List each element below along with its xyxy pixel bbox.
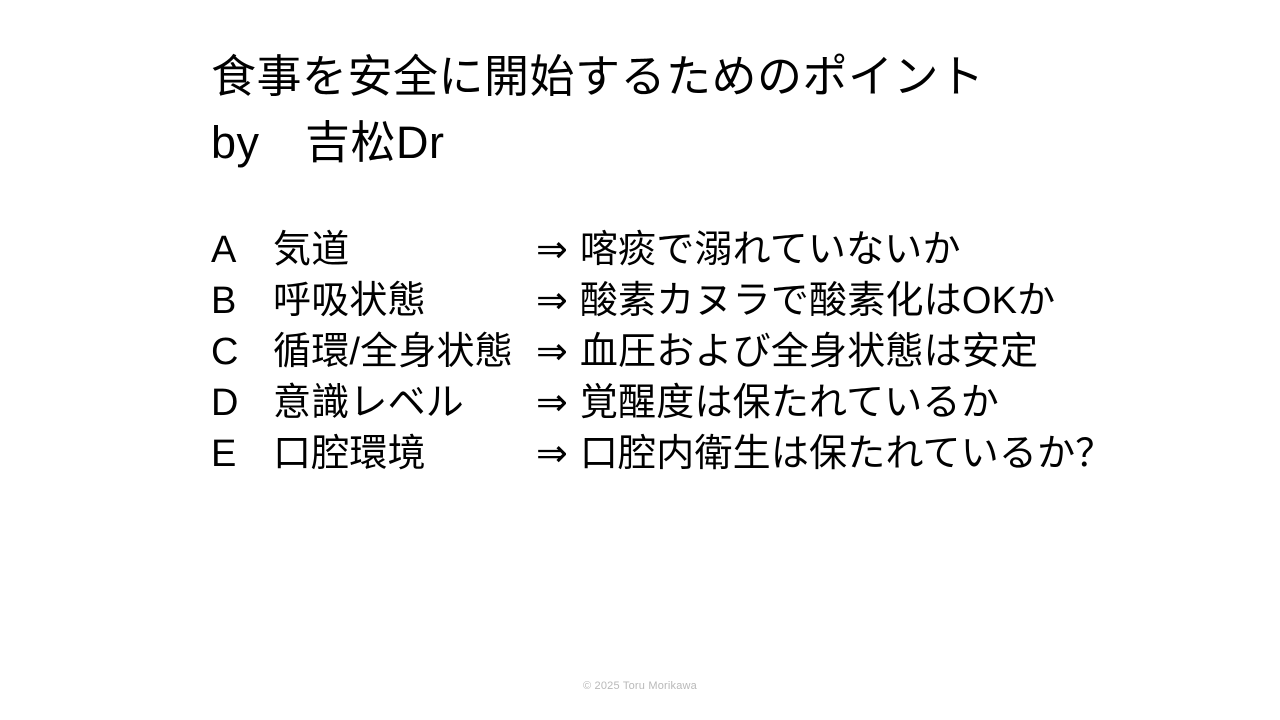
checklist-row-right: ⇒ 酸素カヌラで酸素化はOKか bbox=[536, 276, 1231, 327]
arrow-icon: ⇒ bbox=[536, 280, 568, 322]
checklist: A 気道 ⇒ 喀痰で溺れていないか B 呼吸状態 ⇒ 酸素カヌラで酸素化はOKか… bbox=[211, 225, 1231, 480]
checklist-row-right: ⇒ 口腔内衛生は保たれているか？ bbox=[536, 429, 1231, 480]
row-letter: B bbox=[211, 280, 237, 322]
list-item: C 循環/全身状態 ⇒ 血圧および全身状態は安定 bbox=[211, 327, 1231, 378]
arrow-icon: ⇒ bbox=[536, 382, 568, 424]
checklist-row-right: ⇒ 覚醒度は保たれているか bbox=[536, 378, 1231, 429]
arrow-icon: ⇒ bbox=[536, 331, 568, 373]
title-line-1: 食事を安全に開始するためのポイント bbox=[211, 51, 985, 102]
list-item: A 気道 ⇒ 喀痰で溺れていないか bbox=[211, 225, 1231, 276]
row-label: 口腔環境 bbox=[273, 433, 426, 475]
checklist-row-left: B 呼吸状態 bbox=[211, 276, 536, 327]
checklist-row-left: C 循環/全身状態 bbox=[211, 327, 536, 378]
title-line-2: by 吉松Dr bbox=[211, 117, 445, 168]
checklist-row-left: A 気道 bbox=[211, 225, 536, 276]
checklist-row-right: ⇒ 喀痰で溺れていないか bbox=[536, 225, 1231, 276]
row-letter: D bbox=[211, 382, 239, 424]
row-description: 血圧および全身状態は安定 bbox=[579, 331, 1039, 373]
row-label: 気道 bbox=[273, 229, 350, 271]
row-label: 循環/全身状態 bbox=[273, 331, 513, 373]
checklist-row-right: ⇒ 血圧および全身状態は安定 bbox=[536, 327, 1231, 378]
row-letter: C bbox=[211, 331, 239, 373]
row-description: 覚醒度は保たれているか bbox=[579, 382, 999, 424]
row-description: 喀痰で溺れていないか bbox=[579, 229, 961, 271]
arrow-icon: ⇒ bbox=[536, 433, 568, 475]
row-description: 口腔内衛生は保たれているか？ bbox=[579, 433, 1114, 475]
row-label: 意識レベル bbox=[273, 382, 465, 424]
row-description: 酸素カヌラで酸素化はOKか bbox=[579, 280, 1056, 322]
slide-title: 食事を安全に開始するためのポイント by 吉松Dr bbox=[211, 44, 1211, 176]
list-item: E 口腔環境 ⇒ 口腔内衛生は保たれているか？ bbox=[211, 429, 1231, 480]
list-item: D 意識レベル ⇒ 覚醒度は保たれているか bbox=[211, 378, 1231, 429]
row-letter: A bbox=[211, 229, 237, 271]
list-item: B 呼吸状態 ⇒ 酸素カヌラで酸素化はOKか bbox=[211, 276, 1231, 327]
row-letter: E bbox=[211, 433, 237, 475]
row-label: 呼吸状態 bbox=[273, 280, 426, 322]
checklist-row-left: D 意識レベル bbox=[211, 378, 536, 429]
arrow-icon: ⇒ bbox=[536, 229, 568, 271]
checklist-row-left: E 口腔環境 bbox=[211, 429, 536, 480]
copyright-footer: © 2025 Toru Morikawa bbox=[582, 680, 697, 692]
